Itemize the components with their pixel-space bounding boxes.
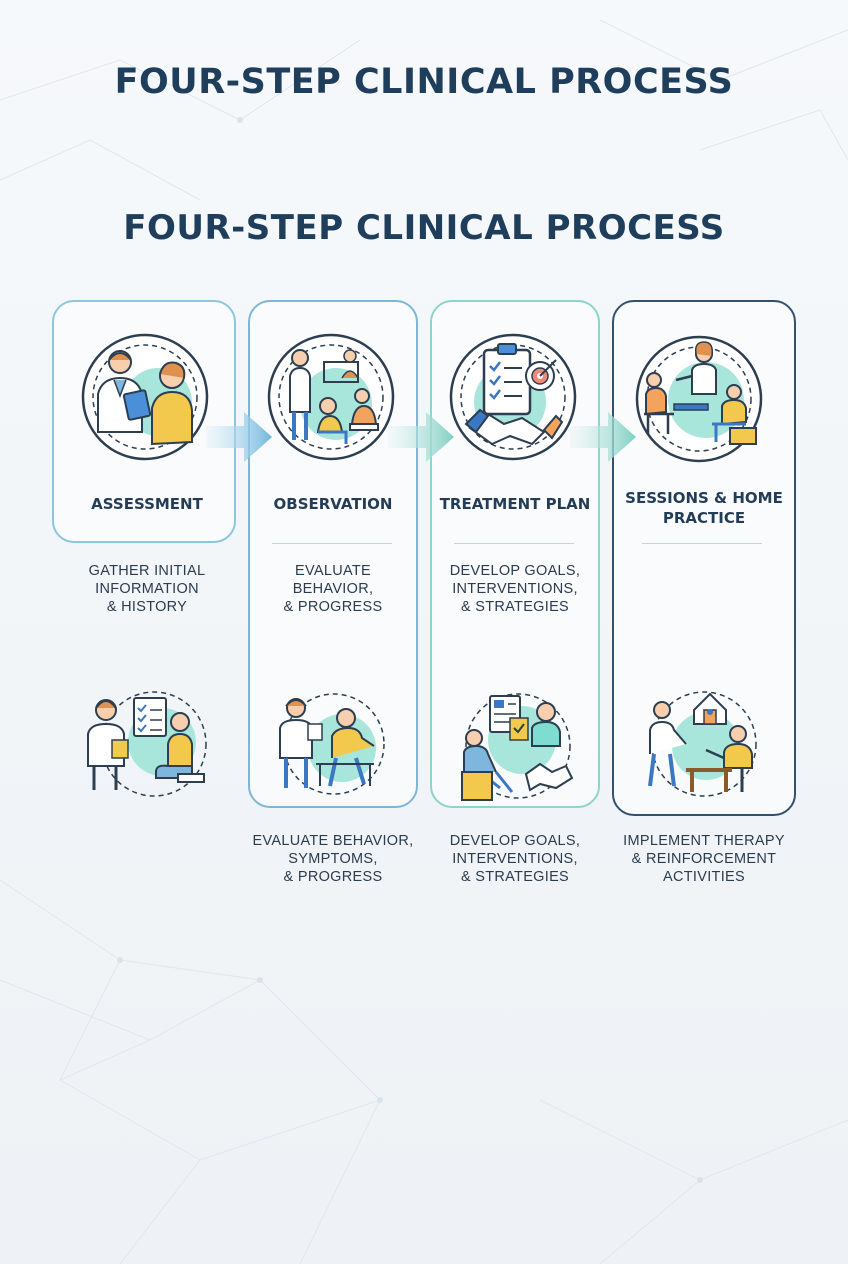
clipboard-target-handshake-icon (448, 332, 578, 462)
description-line: & STRATEGIES (460, 599, 570, 615)
description-line: IMPLEMENT THERAPY (623, 833, 785, 849)
description-line: BEHAVIOR, (292, 581, 374, 597)
planning-handshake-icon (456, 688, 580, 808)
divider (272, 543, 392, 544)
step-label-assessment: ASSESSMENT (91, 495, 203, 513)
description-line: DEVELOP GOALS, (449, 563, 581, 579)
bottom-description-sessions: IMPLEMENT THERAPY & REINFORCEMENT ACTIVI… (604, 832, 804, 886)
doctor-checklist-patient-icon (82, 686, 208, 806)
bottom-description-treatment-plan: DEVELOP GOALS, INTERVENTIONS, & STRATEGI… (430, 832, 600, 886)
description-line: ACTIVITIES (663, 869, 745, 885)
description-line: EVALUATE BEHAVIOR, (252, 833, 414, 849)
description-line: & PROGRESS (283, 599, 383, 615)
step-description-assessment: GATHER INITIAL INFORMATION & HISTORY (52, 562, 242, 616)
doctor-observing-patient-icon (270, 688, 394, 808)
description-line: SYMPTOMS, (288, 851, 378, 867)
step-description-observation: EVALUATE BEHAVIOR, & PROGRESS (248, 562, 418, 616)
description-line: INTERVENTIONS, (452, 581, 578, 597)
step-label-sessions: SESSIONS & HOME PRACTICE (612, 488, 796, 528)
arrow-right-icon (388, 412, 454, 462)
bottom-description-observation: EVALUATE BEHAVIOR, SYMPTOMS, & PROGRESS (236, 832, 430, 886)
step-description-treatment-plan: DEVELOP GOALS, INTERVENTIONS, & STRATEGI… (430, 562, 600, 616)
step-label-treatment-plan: TREATMENT PLAN (439, 495, 591, 513)
description-line: GATHER INITIAL (88, 563, 206, 579)
therapy-session-icon (634, 334, 764, 464)
observation-activities-icon (266, 332, 396, 462)
description-line: & PROGRESS (283, 869, 383, 885)
divider (454, 543, 574, 544)
description-line: & REINFORCEMENT (631, 851, 777, 867)
home-practice-icon (640, 688, 764, 808)
description-line: & STRATEGIES (460, 869, 570, 885)
step-label-line: PRACTICE (662, 509, 746, 527)
step-label-line: SESSIONS & HOME (625, 489, 783, 507)
arrow-right-icon (206, 412, 272, 462)
description-line: EVALUATE (295, 563, 371, 579)
description-line: INFORMATION (95, 581, 199, 597)
description-line: INTERVENTIONS, (452, 851, 578, 867)
divider (642, 543, 762, 544)
step-label-observation: OBSERVATION (273, 495, 393, 513)
page-title: FOUR-STEP CLINICAL PROCESS (114, 62, 734, 102)
page-subtitle: FOUR-STEP CLINICAL PROCESS (123, 208, 725, 248)
description-line: & HISTORY (106, 599, 188, 615)
doctor-patient-clipboard-icon (80, 332, 210, 462)
arrow-right-icon (570, 412, 636, 462)
description-line: DEVELOP GOALS, (449, 833, 581, 849)
